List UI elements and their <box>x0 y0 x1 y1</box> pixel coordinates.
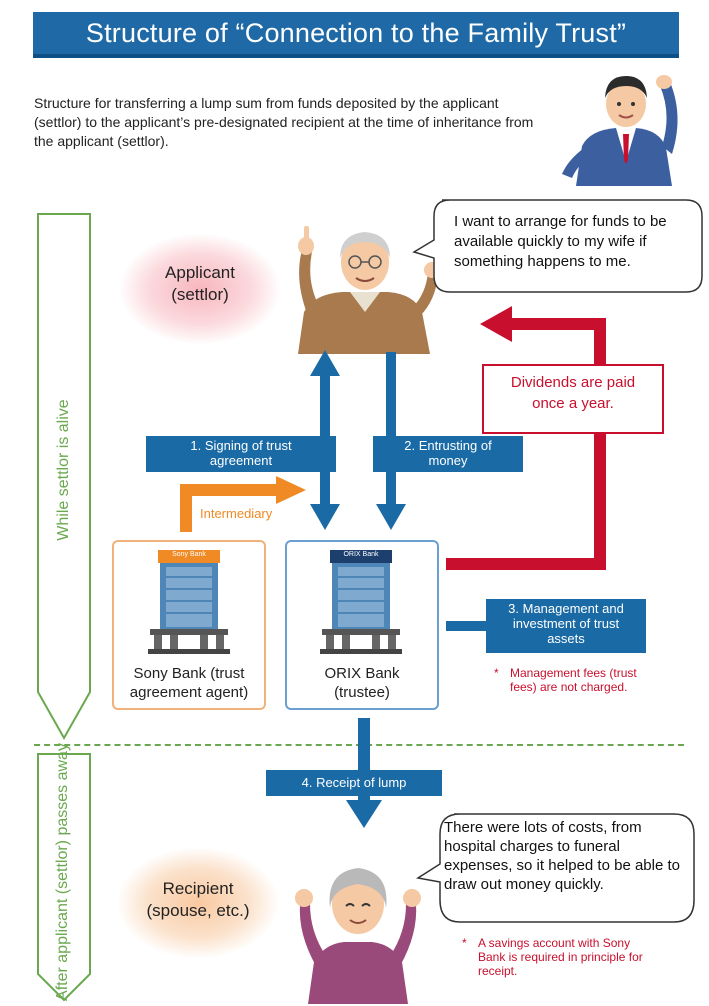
phase-label-after: After applicant (settlor) passes away <box>54 743 71 1001</box>
intermediary-label: Intermediary <box>200 506 273 521</box>
step1-label: 1. Signing of trust agreement <box>146 436 336 472</box>
recipient-label: Recipient (spouse, etc.) <box>146 879 250 920</box>
dividend-arrow <box>446 306 606 570</box>
intro-text: Structure for transferring a lump sum fr… <box>34 95 534 149</box>
account-note-star: * <box>462 936 467 950</box>
step3-connector <box>446 621 490 631</box>
step2-label: 2. Entrusting of money <box>373 436 523 472</box>
phase-bracket-after <box>37 753 91 1002</box>
fees-note-star: * <box>494 666 499 680</box>
elderly-man-icon <box>298 226 440 354</box>
bank-building-icon <box>148 550 230 654</box>
orix-bank-box <box>285 540 439 710</box>
sony-bank-label: Sony Bank (trust agreement agent) <box>129 665 249 701</box>
sony-bank-sign: Sony Bank <box>172 551 206 558</box>
phase-bracket-alive <box>37 213 91 741</box>
applicant-label: Applicant (settlor) <box>165 263 235 304</box>
orix-bank-label: ORIX Bank (trustee) <box>324 665 400 701</box>
applicant-highlight <box>120 234 280 344</box>
recipient-speech-bubble <box>415 813 695 923</box>
recipient-speech-text: There were lots of costs, from hospital … <box>444 819 681 893</box>
sony-bank-box <box>112 540 266 710</box>
fees-note: Management fees (trust fees) are not cha… <box>510 666 637 694</box>
elderly-woman-icon <box>295 868 421 1004</box>
account-note: A savings account with Sony Bank is requ… <box>478 936 643 978</box>
step3-label: 3. Management and investment of trust as… <box>486 599 646 653</box>
bank-building-icon <box>320 550 402 654</box>
intermediary-arrow <box>180 476 306 532</box>
orix-bank-sign: ORIX Bank <box>343 551 379 558</box>
applicant-speech-bubble <box>412 199 703 293</box>
dividend-note: Dividends are paid once a year. <box>482 364 664 434</box>
phase-label-alive: While settlor is alive <box>55 399 72 541</box>
presenter-man-icon <box>562 75 678 186</box>
step4-label: 4. Receipt of lump <box>266 770 442 796</box>
page-title: Structure of “Connection to the Family T… <box>33 12 679 58</box>
applicant-speech-text: I want to arrange for funds to be availa… <box>454 213 667 270</box>
recipient-highlight <box>118 848 278 958</box>
